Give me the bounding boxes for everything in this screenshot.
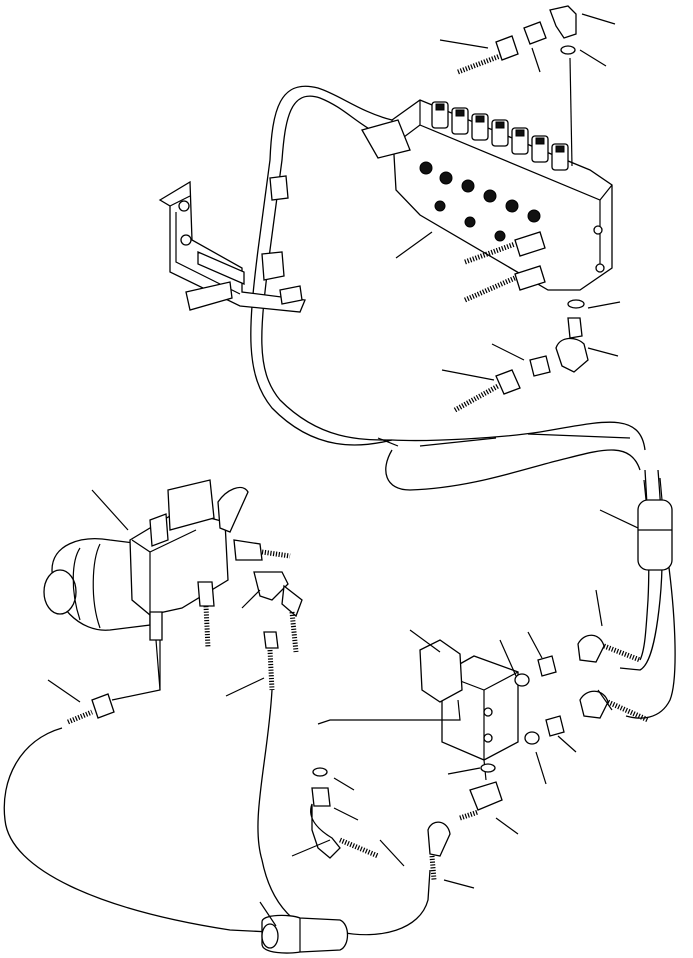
fitting-center-bottom [310,763,503,881]
hose-sleeve-bottom [261,914,349,954]
solenoid-valve-block [317,639,519,781]
pilot-valve [43,479,249,691]
control-valve [391,99,613,303]
fitting-left-lower [67,640,161,725]
mount-bracket [158,180,306,313]
leader-lines [47,13,639,927]
hose-sleeve-right [637,477,673,571]
pilot-valve-hoses [197,539,303,691]
fitting-set-top [457,5,577,167]
solenoid-fittings [514,634,650,745]
hose-bottom-loop [3,689,431,936]
fitting-set-right [453,299,589,413]
